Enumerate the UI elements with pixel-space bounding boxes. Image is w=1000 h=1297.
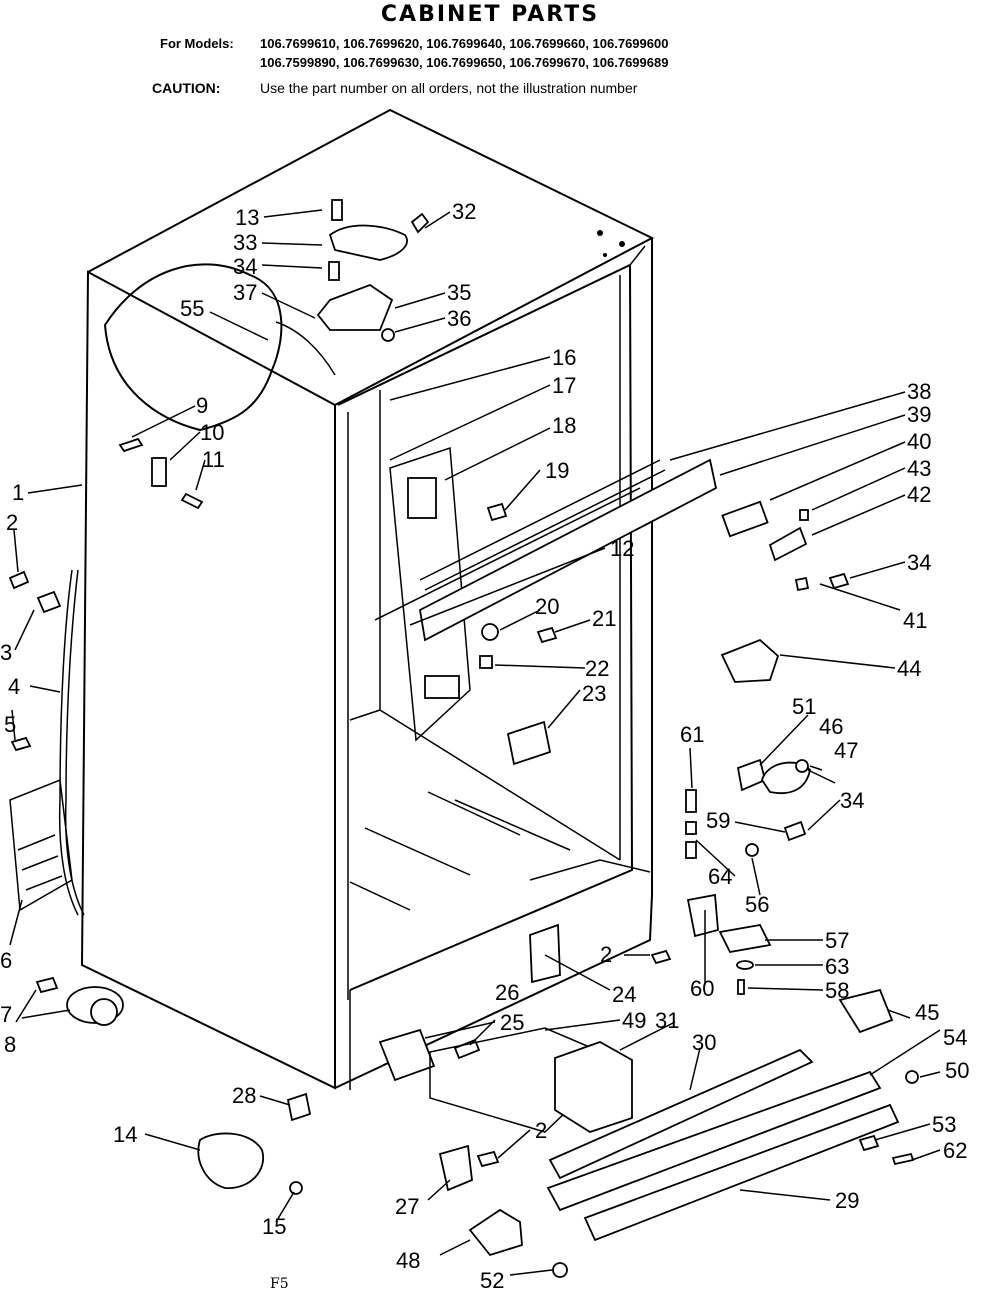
callout-2: 2 (6, 510, 18, 535)
callout-64: 64 (708, 864, 732, 889)
callout-5: 5 (4, 712, 16, 737)
callout-21: 21 (592, 606, 616, 631)
callout-55: 55 (180, 296, 204, 321)
shelf-rails (374, 458, 850, 683)
callout-2: 2 (535, 1118, 547, 1143)
callout-18: 18 (552, 413, 576, 438)
callout-1: 1 (12, 480, 24, 505)
callout-numbers: 13 32 33 34 35 37 36 55 16 17 18 19 9 10… (0, 199, 969, 1293)
callout-41: 41 (903, 608, 927, 633)
callout-56: 56 (745, 892, 769, 917)
callout-25: 25 (500, 1010, 524, 1035)
callout-4: 4 (8, 674, 20, 699)
callout-9: 9 (196, 393, 208, 418)
callout-42: 42 (907, 482, 931, 507)
callout-27: 27 (395, 1194, 419, 1219)
callout-36: 36 (447, 306, 471, 331)
callout-58: 58 (825, 978, 849, 1003)
callout-22: 22 (585, 656, 609, 681)
callout-16: 16 (552, 345, 576, 370)
callout-51: 51 (792, 694, 816, 719)
callout-50: 50 (945, 1058, 969, 1083)
callout-44: 44 (897, 656, 921, 681)
callout-20: 20 (535, 594, 559, 619)
callout-60: 60 (690, 976, 714, 1001)
callout-32: 32 (452, 199, 476, 224)
leader-lines (9, 209, 941, 1276)
page-title: CABINET PARTS (380, 2, 600, 27)
callout-43: 43 (907, 456, 931, 481)
callout-19: 19 (545, 458, 569, 483)
figure-code: F5 (270, 1276, 289, 1292)
lower-hinge-parts (529, 758, 811, 995)
callout-28: 28 (232, 1083, 256, 1108)
casters (35, 976, 312, 1195)
callout-31: 31 (655, 1008, 679, 1033)
callout-12: 12 (610, 536, 634, 561)
callout-39: 39 (907, 402, 931, 427)
callout-52: 52 (480, 1268, 504, 1293)
callout-54: 54 (943, 1025, 967, 1050)
callout-34: 34 (907, 550, 931, 575)
top-hinge-assembly (275, 199, 430, 376)
callout-59: 59 (706, 808, 730, 833)
callout-24: 24 (612, 982, 636, 1007)
callout-46: 46 (819, 714, 843, 739)
models-list-line-2: 106.7599890, 106.7699630, 106.7699650, 1… (260, 55, 669, 70)
callout-7: 7 (0, 1002, 12, 1027)
caution-label: CAUTION: (152, 80, 221, 96)
callout-30: 30 (692, 1030, 716, 1055)
models-list-line-1: 106.7699610, 106.7699620, 106.7699640, 1… (260, 36, 669, 51)
callout-34: 34 (840, 788, 864, 813)
callout-40: 40 (907, 429, 931, 454)
callout-48: 48 (396, 1248, 420, 1273)
callout-35: 35 (447, 280, 471, 305)
callout-13: 13 (235, 205, 259, 230)
callout-3: 3 (0, 640, 12, 665)
callout-63: 63 (825, 954, 849, 979)
callout-45: 45 (915, 1000, 939, 1025)
callout-10: 10 (200, 420, 224, 445)
callout-34: 34 (233, 254, 257, 279)
callout-14: 14 (113, 1122, 137, 1147)
callout-23: 23 (582, 681, 606, 706)
callout-6: 6 (0, 948, 12, 973)
callout-49: 49 (622, 1008, 646, 1033)
callout-26: 26 (495, 980, 519, 1005)
callout-47: 47 (834, 738, 858, 763)
base-assembly (378, 988, 919, 1278)
callout-61: 61 (680, 722, 704, 747)
callout-15: 15 (262, 1214, 286, 1239)
callout-57: 57 (825, 928, 849, 953)
caution-text: Use the part number on all orders, not t… (260, 80, 638, 96)
drain-tube-and-rear-parts (8, 569, 85, 916)
callout-37: 37 (233, 280, 257, 305)
models-label: For Models: (160, 36, 234, 51)
callout-33: 33 (233, 230, 257, 255)
callout-38: 38 (907, 379, 931, 404)
callout-8: 8 (4, 1032, 16, 1057)
callout-2: 2 (600, 942, 612, 967)
side-cutaway (103, 263, 283, 510)
evaporator-cover (389, 446, 558, 766)
cabinet-shell (80, 108, 655, 1090)
callout-53: 53 (932, 1112, 956, 1137)
callout-11: 11 (202, 447, 225, 472)
callout-62: 62 (943, 1138, 967, 1163)
callout-29: 29 (835, 1188, 859, 1213)
callout-17: 17 (552, 373, 576, 398)
